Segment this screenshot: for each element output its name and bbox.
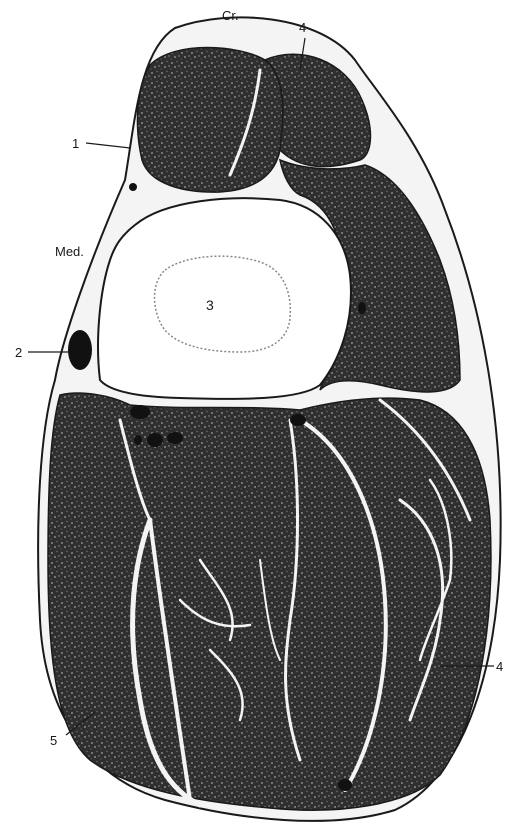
bone-cross-section: [98, 198, 351, 399]
vessel-2-large: [68, 330, 92, 370]
muscle-caudal-mass: [48, 393, 491, 810]
vessel-cluster-c: [167, 432, 183, 444]
vessel-lateral: [358, 302, 366, 314]
label-3: 3: [206, 297, 214, 313]
label-cranial: Cr.: [222, 8, 239, 23]
vessel-cluster-b: [147, 433, 163, 447]
label-4-top: 4: [299, 20, 306, 35]
vessel-small-top: [129, 183, 137, 191]
vessel-right-small: [290, 414, 306, 426]
vessel-bottom: [338, 779, 352, 791]
label-5: 5: [50, 733, 57, 748]
label-4-right: 4: [496, 659, 503, 674]
label-1: 1: [72, 136, 79, 151]
label-medial: Med.: [55, 244, 84, 259]
leader-line-1: [86, 143, 130, 148]
vessel-cluster-d: [134, 435, 142, 445]
vessel-cluster-a: [130, 405, 150, 419]
label-2: 2: [15, 345, 22, 360]
